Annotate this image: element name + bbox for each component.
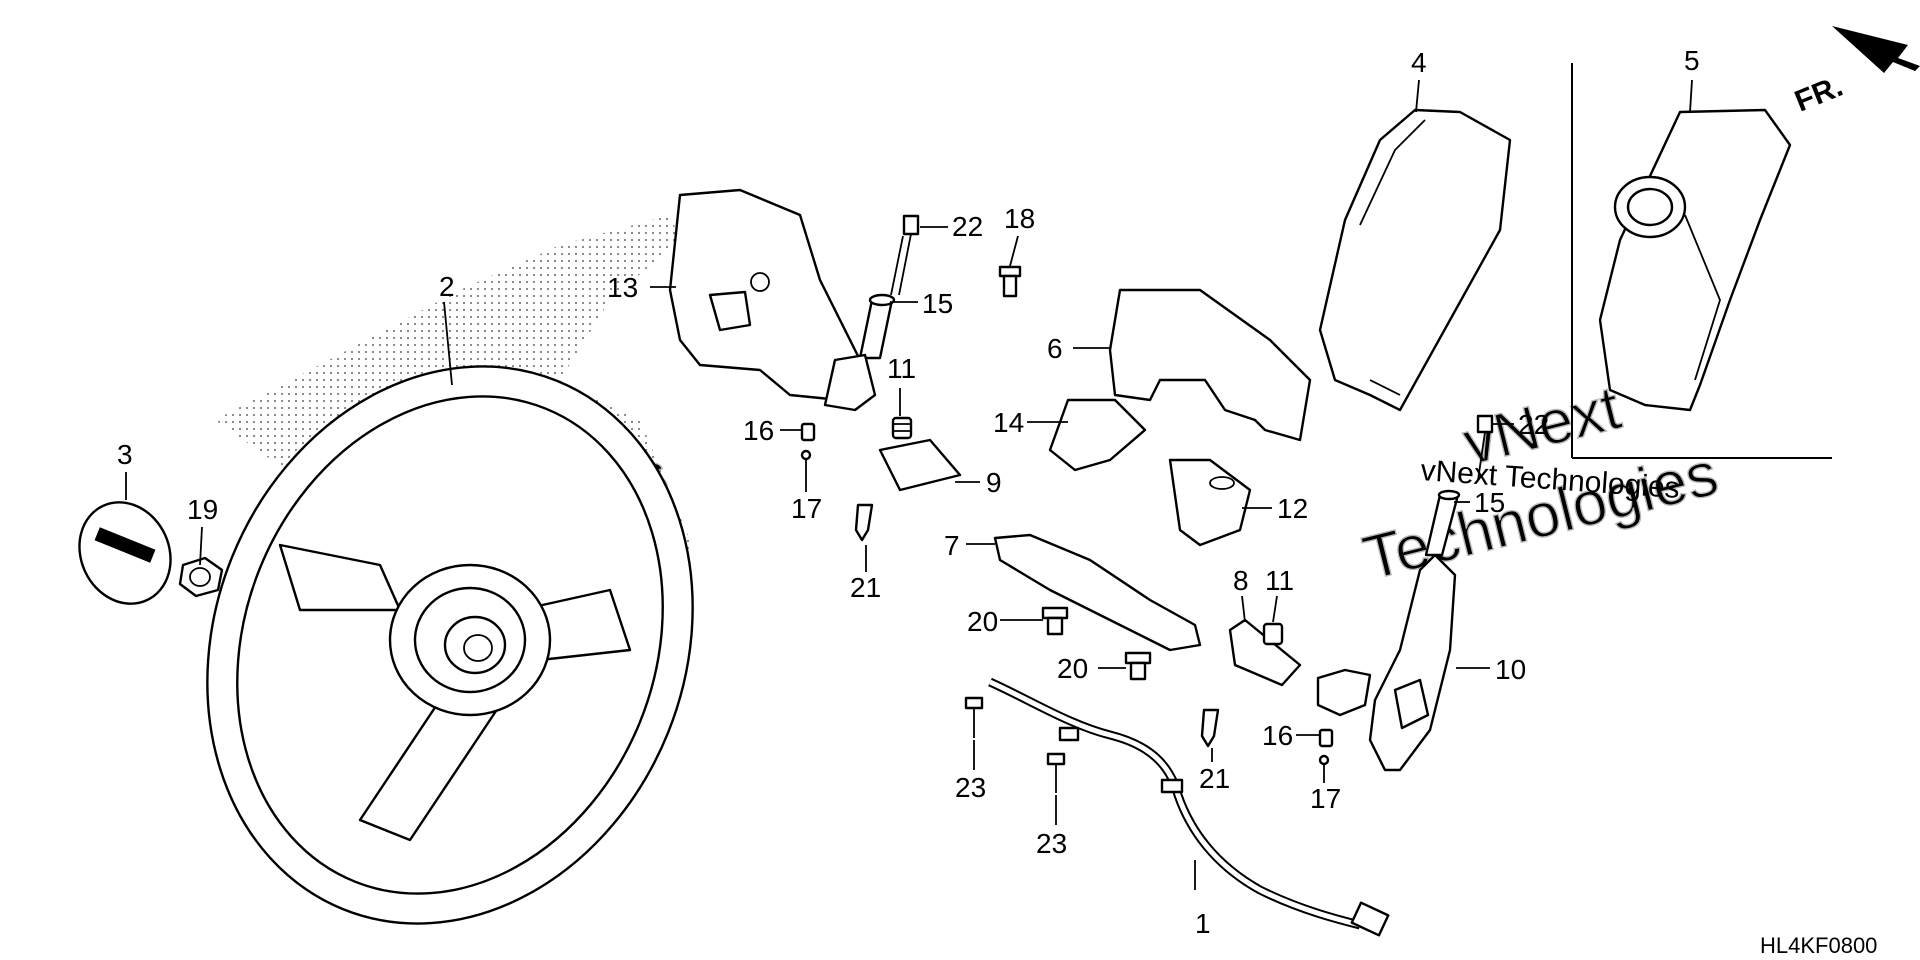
callout-labels: 1 2 3 4 5 6 7 8 9 10 11 11 12 13 14 15 1…: [117, 45, 1700, 939]
part-13-left-switch-housing: [668, 188, 862, 402]
part-15-collar-right: [1424, 489, 1461, 557]
callout-21-right: 21: [1199, 763, 1230, 794]
callout-14: 14: [993, 407, 1024, 438]
callout-3: 3: [117, 439, 133, 470]
part-18-screw: [998, 265, 1022, 298]
part-20-clip-a: [1041, 606, 1069, 636]
part-17-ball-right: [1318, 754, 1330, 766]
part-22-bolt-left: [890, 214, 920, 296]
callout-4: 4: [1411, 47, 1427, 78]
callout-23-b: 23: [1036, 828, 1067, 859]
callout-15-right: 15: [1474, 487, 1505, 518]
left-mount-bracket: [823, 353, 877, 412]
callout-11-left: 11: [887, 353, 916, 384]
right-mount-bracket: [1316, 668, 1372, 717]
callout-22-right: 22: [1518, 409, 1549, 440]
part-11-spring-right: [1262, 622, 1284, 646]
callout-23-a: 23: [955, 772, 986, 803]
callout-19: 19: [187, 494, 218, 525]
part-15-collar-left: [858, 293, 896, 360]
part-10-right-switch-housing: [1368, 553, 1457, 772]
callout-7: 7: [944, 530, 960, 561]
callout-1: 1: [1195, 908, 1211, 939]
part-9-plate: [878, 438, 962, 492]
part-21-clip-left: [854, 503, 874, 542]
part-8-plate: [1228, 618, 1302, 687]
part-1-wire-harness: [988, 677, 1390, 937]
callout-12: 12: [1277, 493, 1308, 524]
front-arrow-icon: [1832, 26, 1920, 73]
part-16-spring-left: [800, 422, 816, 442]
fr-label: FR.: [1790, 70, 1847, 119]
callout-10: 10: [1495, 654, 1526, 685]
callout-15-left: 15: [922, 288, 953, 319]
part-23-bolt-b: [1046, 752, 1066, 793]
leader-lines: [125, 79, 1693, 890]
callout-13: 13: [607, 272, 638, 303]
part-2-steering-wheel: [206, 365, 694, 925]
part-17-ball-left: [800, 449, 812, 461]
callout-20-b: 20: [1057, 653, 1088, 684]
diagram-code: HL4KF0800: [1760, 933, 1877, 958]
callout-6: 6: [1047, 333, 1063, 364]
separator-lines: [1571, 63, 1832, 459]
part-21-clip-right: [1200, 708, 1220, 748]
part-16-spring-right: [1318, 728, 1334, 748]
callout-16-right: 16: [1262, 720, 1293, 751]
callout-21-left: 21: [850, 572, 881, 603]
part-20-clip-b: [1124, 651, 1152, 681]
part-11-spring-left: [891, 416, 913, 440]
callout-5: 5: [1684, 45, 1700, 76]
part-6-cover: [1108, 288, 1312, 442]
callout-22-left: 22: [952, 211, 983, 242]
part-23-bolt-a: [964, 696, 984, 738]
callout-17-left: 17: [791, 493, 822, 524]
callout-17-right: 17: [1310, 783, 1341, 814]
callout-8: 8: [1233, 565, 1249, 596]
part-19-nut: [178, 556, 224, 598]
part-5-pad: [1598, 108, 1792, 412]
callout-16-left: 16: [743, 415, 774, 446]
callout-20-a: 20: [967, 606, 998, 637]
part-12-bracket: [1168, 458, 1252, 547]
part-7-lower-cover: [993, 533, 1202, 652]
front-direction-indicator: FR.: [1790, 26, 1920, 118]
callout-2: 2: [439, 271, 455, 302]
callout-9: 9: [986, 467, 1002, 498]
callout-11-right: 11: [1265, 565, 1294, 596]
part-3-emblem-cap: [78, 501, 172, 605]
part-4-pad: [1318, 108, 1512, 412]
part-14-bracket: [1048, 398, 1147, 472]
callout-18: 18: [1004, 203, 1035, 234]
